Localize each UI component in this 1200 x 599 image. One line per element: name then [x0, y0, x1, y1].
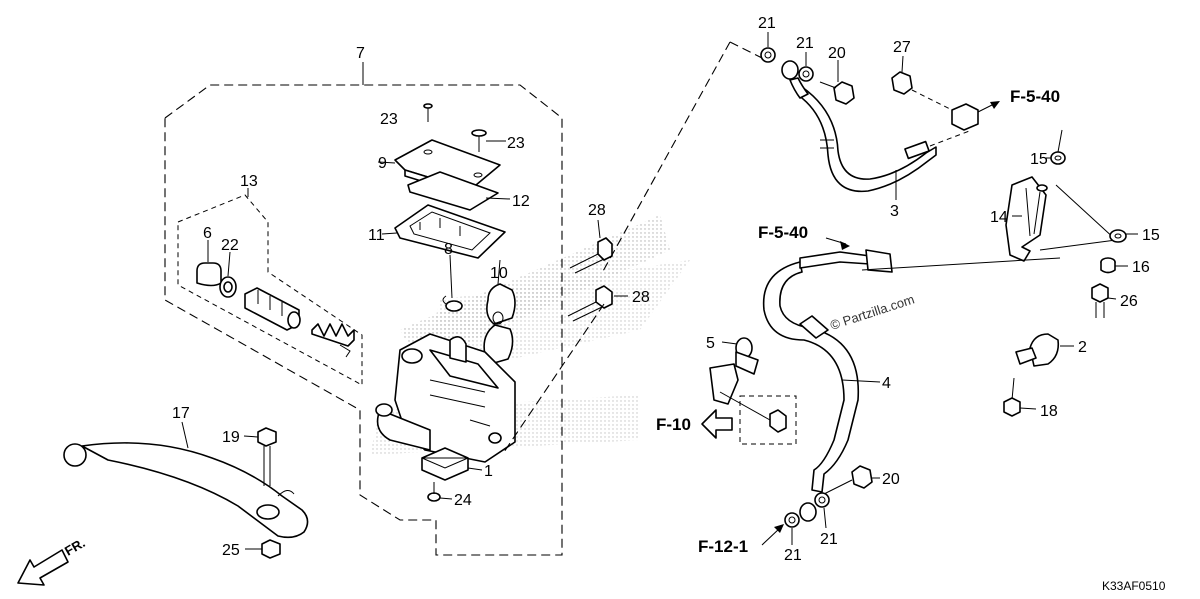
callout-4: 4	[882, 375, 891, 392]
part-16-collar	[1100, 257, 1128, 274]
piston	[244, 287, 301, 331]
part-1-switch	[421, 447, 483, 481]
callout-numbers: 7 13 6 22 23 23 9 12 11 28 28 8 10 1 24 …	[172, 15, 1160, 564]
watermark-text: © Partzilla.com	[828, 292, 916, 333]
callout-2: 2	[1078, 339, 1087, 356]
part-17-brake-lever	[63, 421, 309, 539]
upper-hose-dashed-path	[601, 41, 763, 274]
ref-f10-label: F-10	[656, 415, 691, 434]
ref-f10-arrow	[701, 409, 733, 439]
part-2-sensor	[1015, 333, 1074, 367]
callout-17: 17	[172, 405, 190, 422]
ref-f5-40-top-label: F-5-40	[1010, 87, 1060, 106]
callout-9: 9	[378, 155, 387, 172]
ref-f12-1-arrow	[761, 524, 784, 546]
part-21-washer-bottom-b	[814, 492, 830, 529]
callout-13: 13	[240, 173, 258, 190]
part-21-washer-bottom-a	[784, 512, 800, 545]
callout-20-top: 20	[828, 45, 846, 62]
ref-f5-40-mid-arrowhead	[840, 241, 850, 250]
part-11-diaphragm	[381, 204, 506, 259]
callout-1: 1	[484, 463, 493, 480]
master-cylinder-body	[375, 333, 516, 463]
callout-21-bottom-a: 21	[784, 547, 802, 564]
callout-19: 19	[222, 429, 240, 446]
part-28-bolt-lower	[567, 285, 628, 322]
callout-23-top: 23	[380, 111, 398, 128]
part-23-screw	[471, 129, 506, 152]
part-19-pivot-bolt	[243, 427, 277, 486]
callout-15-mid: 15	[1142, 227, 1160, 244]
ref-f5-40-mid-label: F-5-40	[758, 223, 808, 242]
part-4-lower-brake-hose	[762, 249, 893, 493]
assembly-13-outline	[177, 188, 363, 386]
part-18-bolt	[1003, 377, 1037, 417]
clamp-bolt-group-box	[719, 391, 797, 445]
callout-11: 11	[368, 227, 385, 244]
front-marker-label: FR.	[62, 535, 88, 558]
callout-22: 22	[221, 237, 239, 254]
callout-20-bottom: 20	[882, 471, 900, 488]
callout-7: 7	[356, 45, 365, 62]
part-22-o-ring	[219, 251, 237, 298]
callout-23: 23	[507, 135, 525, 152]
ref-f12-1-label: F-12-1	[698, 537, 748, 556]
callout-3: 3	[890, 203, 899, 220]
part-3-upper-brake-hose	[797, 86, 973, 200]
part-12-plate	[407, 171, 511, 211]
callout-15-top: 15	[1030, 151, 1048, 168]
banjo-fitting-top	[781, 60, 809, 99]
part-21-washer-top-b	[798, 52, 814, 82]
joint-block-top	[951, 103, 979, 131]
part-26-bolt	[1091, 283, 1117, 318]
part-25-nut	[245, 539, 281, 559]
part-20-bolt-bottom	[823, 465, 880, 495]
part-5-hose-clamp	[709, 337, 759, 405]
callout-12: 12	[512, 193, 530, 210]
callout-21-top-a: 21	[758, 15, 776, 32]
part-24-screw	[427, 482, 453, 502]
ref-f5-40-top-arrow	[977, 101, 1000, 113]
callout-25: 25	[222, 542, 240, 559]
part-20-bolt-top	[819, 60, 855, 105]
callout-8: 8	[444, 241, 453, 258]
part-27-bolt	[891, 55, 953, 111]
callout-26: 26	[1120, 293, 1138, 310]
callout-18: 18	[1040, 403, 1058, 420]
lower-hose-dashed-path	[503, 303, 605, 453]
callout-21-top-b: 21	[796, 35, 814, 52]
spring	[311, 323, 355, 358]
part-14-bracket	[861, 176, 1117, 271]
callout-28-upper: 28	[588, 202, 606, 219]
part-28-bolt-upper	[569, 219, 613, 274]
assembly-7-outline	[164, 62, 563, 556]
callout-21-bottom-b: 21	[820, 531, 838, 548]
part-6-boot-cap	[196, 240, 222, 287]
front-direction-arrow: FR.	[17, 535, 88, 586]
drawing-code: K33AF0510	[1102, 579, 1166, 593]
part-8-clip	[442, 254, 463, 312]
part-15-grommet-top	[1046, 129, 1066, 165]
callout-10: 10	[490, 265, 508, 282]
callout-5: 5	[706, 335, 715, 352]
part-23-screw-top	[423, 103, 433, 122]
callout-6: 6	[203, 225, 212, 242]
part-21-washer-top-a	[760, 32, 776, 63]
callout-24: 24	[454, 492, 472, 509]
callout-27: 27	[893, 39, 911, 56]
part-15-grommet-mid	[1109, 229, 1138, 243]
callout-16: 16	[1132, 259, 1150, 276]
callout-14: 14	[990, 209, 1008, 226]
part-10-holder	[483, 259, 516, 364]
banjo-fitting-bottom	[799, 502, 817, 522]
callout-28-lower: 28	[632, 289, 650, 306]
